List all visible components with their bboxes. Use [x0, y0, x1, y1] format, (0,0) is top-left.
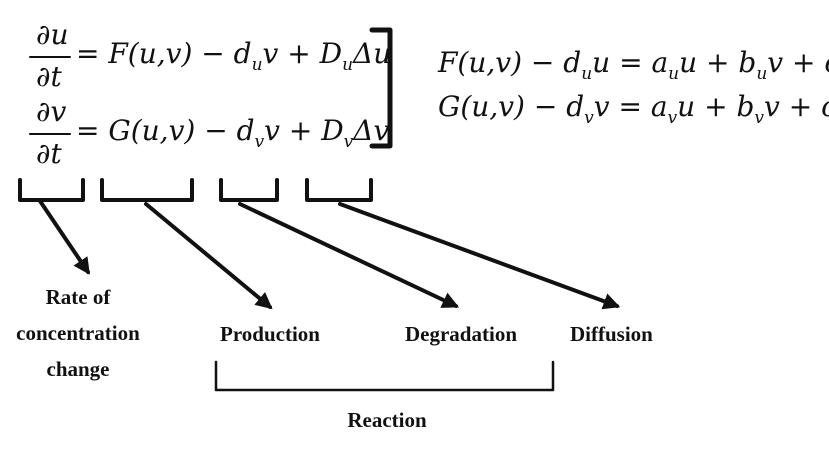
reaction-label: Reaction [347, 408, 427, 432]
v-diff-subscript: v [344, 132, 354, 152]
g-c: v + c [764, 90, 829, 123]
degradation-label: Degradation [405, 322, 517, 346]
u-rhs: = F(u,v) − duv + DuΔu [76, 37, 391, 75]
v-deg-var: v + D [264, 114, 344, 147]
v-denominator: ∂t [36, 137, 62, 170]
production-label: Production [220, 322, 320, 346]
equation-v: ∂v ∂t = G(u,v) − dvv + DvΔv [29, 95, 389, 170]
term-labels: Rate of concentration change Production … [16, 285, 653, 381]
u-diff-subscript: u [342, 55, 353, 75]
g-definition: G(u,v) − dvv = avu + bvv + cv [438, 90, 829, 128]
f-a-sub: u [668, 64, 679, 84]
v-rhs-text: = G(u,v) − d [76, 114, 255, 147]
equations-bracket [369, 27, 393, 149]
f-definition: F(u,v) − duu = auu + buv + cu [437, 46, 829, 84]
v-deg-subscript: v [255, 132, 265, 152]
v-numerator: ∂v [36, 95, 66, 128]
diffusion-term-bracket [305, 178, 373, 202]
g-b-sub: v [754, 108, 764, 128]
arrow-to-rate [38, 199, 90, 275]
arrow-to-diffusion [338, 202, 621, 310]
rate-label-line3: change [47, 357, 110, 381]
equation-u: ∂u ∂t = F(u,v) − duv + DuΔu [29, 18, 391, 93]
diffusion-label: Diffusion [570, 322, 653, 346]
u-numerator: ∂u [36, 18, 69, 51]
rate-term-bracket [18, 178, 85, 202]
u-rhs-text: = F(u,v) − d [76, 37, 252, 70]
u-diff-tail: Δu [352, 37, 391, 70]
rate-label-line2: concentration [16, 321, 140, 345]
g-lhs: G(u,v) − d [438, 90, 584, 123]
g-mid: v = a [594, 90, 668, 123]
v-rhs: = G(u,v) − dvv + DvΔv [76, 114, 389, 152]
f-mid: u = a [592, 46, 668, 79]
f-c: v + c [767, 46, 829, 79]
u-deg-subscript: u [252, 55, 263, 75]
f-lhs: F(u,v) − d [437, 46, 581, 79]
connector-arrows [38, 199, 621, 310]
f-b: u + b [679, 46, 756, 79]
g-lhs-sub: v [584, 108, 594, 128]
f-b-sub: u [756, 64, 767, 84]
term-brackets [18, 178, 373, 202]
production-term-bracket [100, 178, 194, 202]
u-denominator: ∂t [36, 60, 62, 93]
reaction-term-definitions: F(u,v) − duu = auu + buv + cu G(u,v) − d… [437, 46, 829, 128]
arrow-to-production [144, 202, 273, 310]
g-b: u + b [677, 90, 754, 123]
f-lhs-sub: u [581, 64, 592, 84]
v-diff-tail: Δv [352, 114, 389, 147]
rate-label-line1: Rate of [46, 285, 112, 309]
degradation-term-bracket [219, 178, 279, 202]
reaction-group-bracket [214, 360, 555, 392]
arrow-to-degradation [238, 202, 460, 308]
g-a-sub: v [668, 108, 678, 128]
u-deg-var: v + D [263, 37, 343, 70]
